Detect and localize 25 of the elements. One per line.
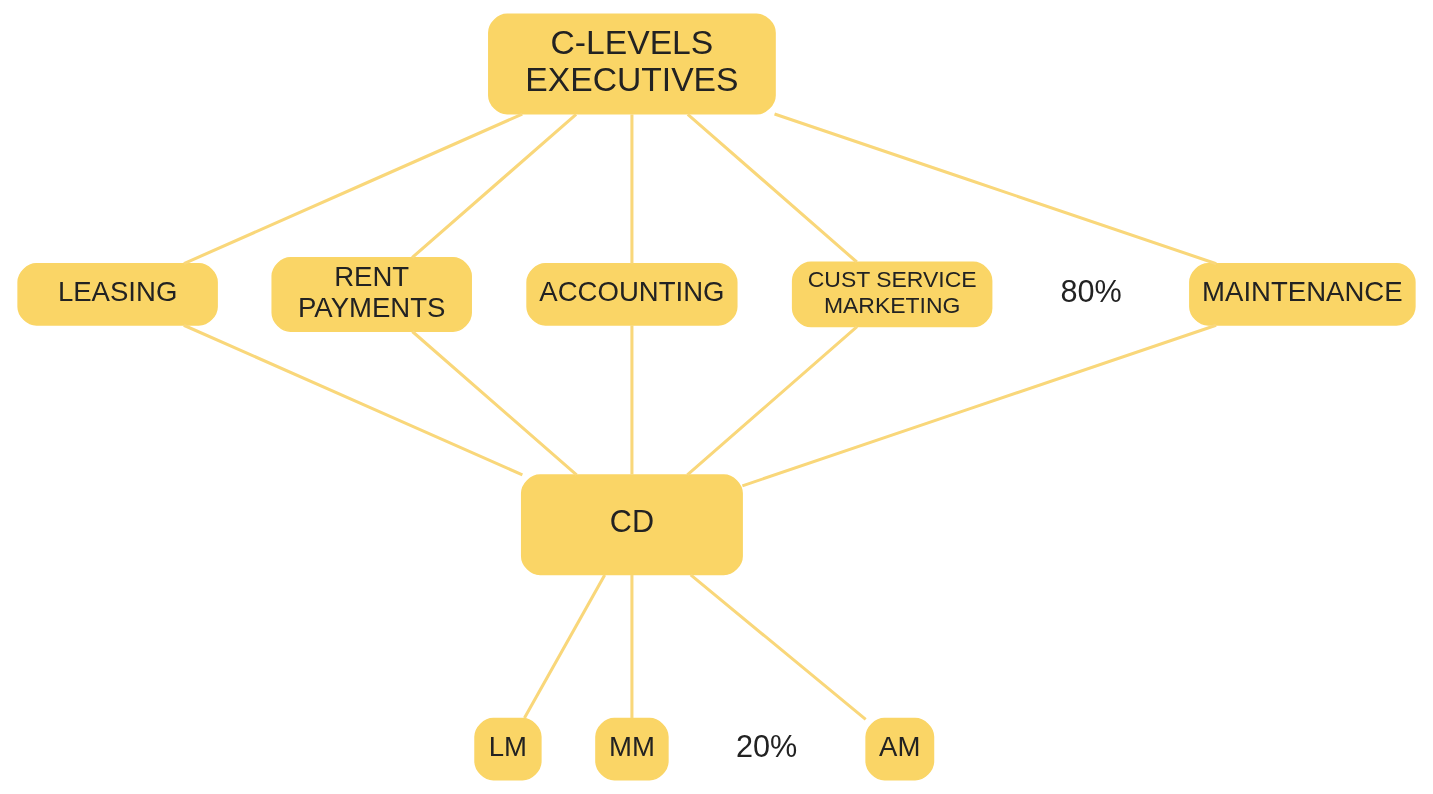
connector bbox=[411, 330, 578, 477]
connector bbox=[630, 574, 634, 719]
connector bbox=[774, 112, 1217, 266]
node-box: MM bbox=[595, 717, 669, 781]
connector bbox=[630, 114, 634, 264]
node-box: CUST SERVICE MARKETING bbox=[791, 261, 993, 328]
node-box: C-LEVELS EXECUTIVES bbox=[488, 13, 776, 115]
connector bbox=[523, 574, 607, 719]
connector bbox=[689, 573, 867, 721]
connector bbox=[411, 113, 578, 259]
node-box: AM bbox=[865, 717, 935, 781]
node-box: MAINTENANCE bbox=[1189, 263, 1416, 326]
connector bbox=[183, 112, 523, 265]
connector bbox=[686, 325, 859, 477]
node-box: ACCOUNTING bbox=[526, 263, 738, 326]
connector bbox=[183, 323, 523, 477]
node-box: LEASING bbox=[17, 263, 218, 326]
label: 80% bbox=[1060, 274, 1122, 309]
connector bbox=[686, 113, 858, 264]
label: 20% bbox=[736, 728, 798, 763]
node-box: LM bbox=[474, 717, 542, 781]
connector bbox=[630, 325, 634, 475]
node-box: CD bbox=[520, 474, 743, 576]
connector bbox=[741, 323, 1217, 488]
node-box: RENT PAYMENTS bbox=[271, 256, 472, 332]
